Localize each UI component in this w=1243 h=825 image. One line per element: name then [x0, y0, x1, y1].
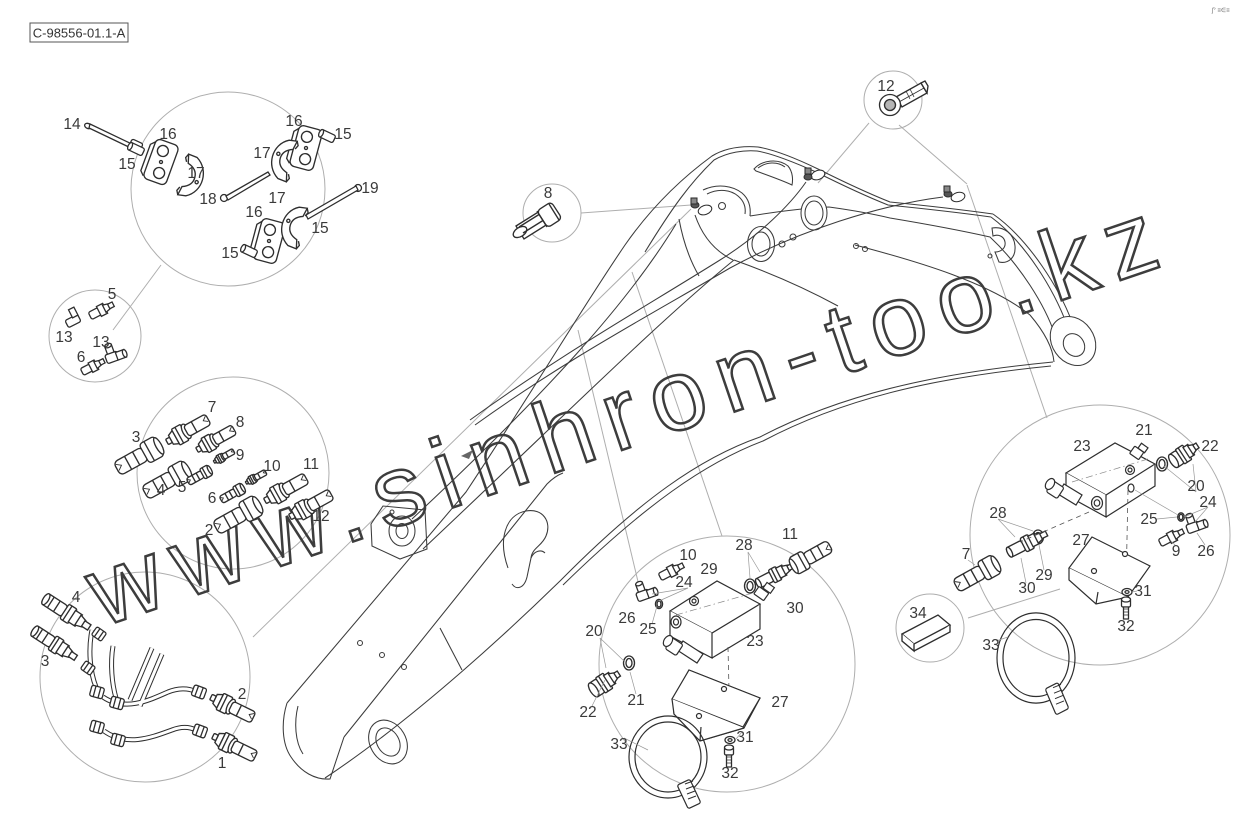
svg-text:23: 23	[746, 633, 763, 650]
svg-text:25: 25	[1140, 511, 1157, 528]
svg-text:13: 13	[92, 334, 109, 351]
svg-text:6: 6	[208, 490, 217, 507]
svg-text:18: 18	[199, 191, 216, 208]
svg-text:22: 22	[1201, 438, 1218, 455]
svg-text:33: 33	[610, 736, 627, 753]
svg-text:22: 22	[579, 704, 596, 721]
svg-text:29: 29	[700, 561, 717, 578]
svg-text:26: 26	[618, 610, 635, 627]
svg-text:34: 34	[909, 605, 927, 622]
svg-text:5: 5	[108, 286, 117, 303]
svg-text:23: 23	[1073, 438, 1090, 455]
svg-text:2: 2	[205, 522, 214, 539]
svg-text:15: 15	[118, 156, 135, 173]
svg-text:25: 25	[639, 621, 656, 638]
svg-text:12: 12	[312, 508, 329, 525]
svg-text:2: 2	[238, 686, 247, 703]
svg-text:3: 3	[41, 653, 50, 670]
svg-text:27: 27	[771, 694, 788, 711]
svg-text:24: 24	[1199, 494, 1217, 511]
svg-text:17: 17	[187, 165, 204, 182]
svg-text:16: 16	[285, 113, 302, 130]
svg-text:31: 31	[1134, 583, 1151, 600]
svg-text:21: 21	[627, 692, 644, 709]
svg-text:ʃ° ≡∈≡: ʃ° ≡∈≡	[1211, 7, 1230, 14]
svg-text:30: 30	[1018, 580, 1036, 597]
svg-text:16: 16	[245, 204, 262, 221]
svg-text:11: 11	[303, 456, 319, 473]
svg-text:7: 7	[208, 399, 217, 416]
svg-text:10: 10	[679, 547, 697, 564]
svg-text:15: 15	[334, 126, 351, 143]
svg-text:33: 33	[982, 637, 999, 654]
svg-text:32: 32	[1117, 618, 1134, 635]
svg-text:16: 16	[159, 126, 176, 143]
svg-text:4: 4	[157, 482, 166, 499]
svg-text:20: 20	[585, 623, 603, 640]
svg-text:21: 21	[1135, 422, 1152, 439]
svg-text:28: 28	[735, 537, 752, 554]
svg-text:3: 3	[132, 429, 141, 446]
svg-text:5: 5	[178, 479, 187, 496]
svg-text:15: 15	[221, 245, 238, 262]
svg-text:8: 8	[236, 414, 245, 431]
svg-text:15: 15	[311, 220, 328, 237]
svg-text:13: 13	[55, 329, 72, 346]
svg-text:9: 9	[236, 447, 245, 464]
svg-text:17: 17	[268, 190, 285, 207]
svg-text:19: 19	[361, 180, 378, 197]
svg-text:6: 6	[77, 349, 86, 366]
svg-text:C-98556-01.1-A: C-98556-01.1-A	[33, 26, 126, 41]
svg-text:11: 11	[782, 526, 798, 543]
svg-text:8: 8	[544, 185, 553, 202]
svg-text:27: 27	[1072, 532, 1089, 549]
svg-text:24: 24	[675, 574, 693, 591]
svg-text:12: 12	[877, 78, 894, 95]
svg-text:14: 14	[63, 116, 81, 133]
svg-text:10: 10	[263, 458, 281, 475]
svg-text:7: 7	[962, 546, 971, 563]
svg-text:9: 9	[1172, 543, 1181, 560]
svg-text:32: 32	[721, 765, 738, 782]
svg-text:4: 4	[72, 589, 81, 606]
svg-text:1: 1	[218, 755, 227, 772]
svg-text:20: 20	[1187, 478, 1205, 495]
svg-text:31: 31	[736, 729, 753, 746]
svg-text:29: 29	[1035, 567, 1052, 584]
svg-text:30: 30	[786, 600, 804, 617]
svg-text:28: 28	[989, 505, 1006, 522]
svg-text:17: 17	[253, 145, 270, 162]
svg-text:26: 26	[1197, 543, 1214, 560]
